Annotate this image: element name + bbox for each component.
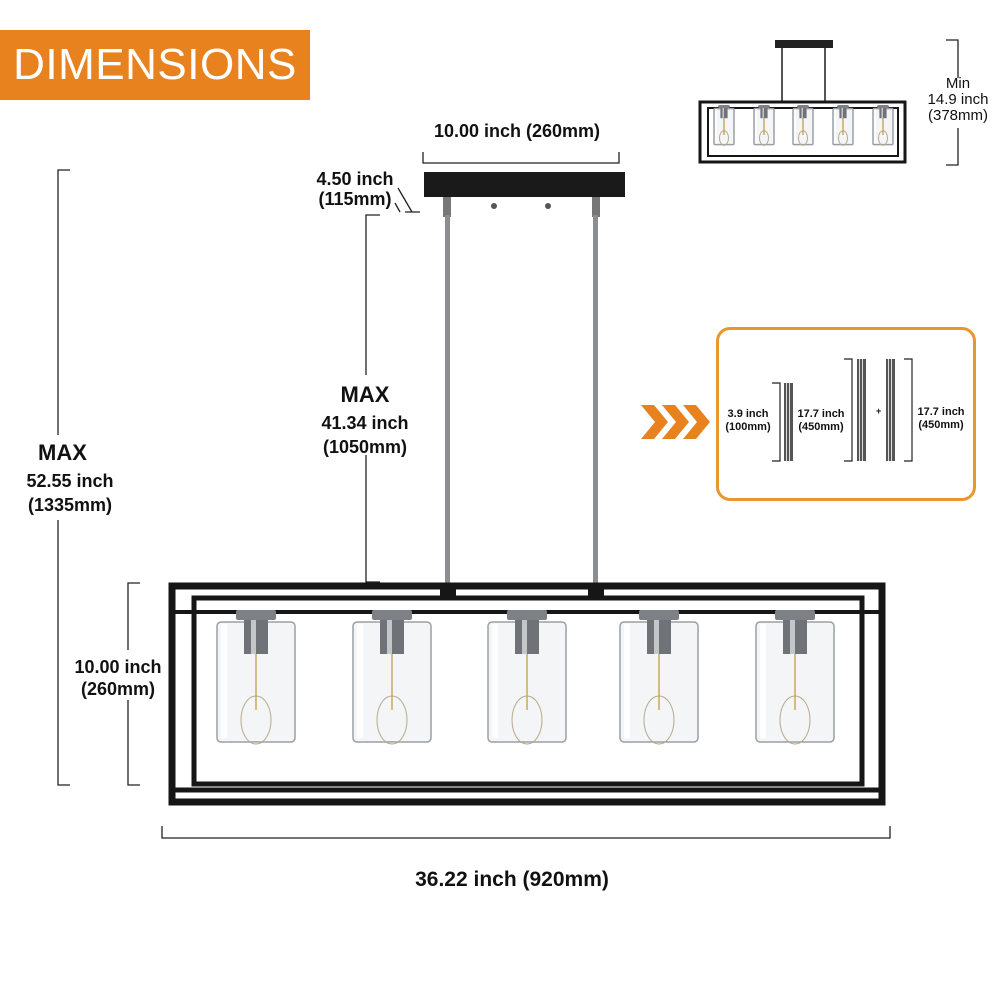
rod-max-label: MAX: [340, 382, 390, 407]
plus-sign: +: [876, 406, 882, 416]
rod1-inch: 3.9 inch: [727, 408, 769, 420]
chevron-arrows-icon: [641, 405, 710, 439]
min-height-text: Min 14.9 inch (378mm): [920, 76, 996, 124]
canopy-depth-inch: 4.50 inch: [316, 169, 394, 189]
rod-right: [593, 215, 598, 593]
min-inch: 14.9 inch: [927, 91, 989, 108]
fixture-width-line: [161, 826, 891, 839]
rod-left: [445, 215, 450, 593]
rod-max-mm: (1050mm): [322, 437, 408, 457]
glass-shade: [872, 105, 894, 146]
rod2-inch: 17.7 inch: [797, 408, 845, 420]
canopy-depth-line: [394, 187, 420, 213]
min-mm: (378mm): [927, 107, 988, 124]
glass-shade: [216, 610, 296, 745]
fixture-height-inch: 10.00 inch: [74, 657, 162, 677]
thumbnail-fixture: [698, 40, 907, 164]
total-max-mm: (1335mm): [27, 495, 113, 515]
canopy-width-line: [422, 152, 620, 164]
rod1-label: 3.9 inch (100mm): [719, 408, 777, 434]
rod1-mm: (100mm): [725, 421, 771, 433]
glass-shade: [619, 610, 699, 745]
canopy-depth-mm: (115mm): [318, 189, 392, 209]
glass-shade: [352, 610, 432, 745]
extension-rods: [772, 358, 913, 462]
rod-max-inch: 41.34 inch: [321, 413, 409, 433]
rod2-mm: (450mm): [798, 421, 844, 433]
total-max-inch: 52.55 inch: [26, 471, 114, 491]
glass-shade: [753, 105, 775, 146]
glass-shades: [216, 610, 835, 745]
fixture-height-mm: (260mm): [80, 679, 156, 699]
extension-rods-box: [716, 327, 976, 501]
rod3-label: 17.7 inch (450mm): [912, 406, 970, 432]
glass-shade: [487, 610, 567, 745]
glass-shade: [792, 105, 814, 146]
rod3-mm: (450mm): [918, 419, 964, 431]
fixture-width-label: 36.22 inch (920mm): [415, 868, 609, 891]
rod3-inch: 17.7 inch: [917, 406, 965, 418]
rod2-label: 17.7 inch (450mm): [792, 408, 850, 434]
canopy-width-label: 10.00 inch (260mm): [433, 121, 601, 141]
glass-shade: [755, 610, 835, 745]
canopy: [424, 172, 625, 217]
glass-shade: [832, 105, 854, 146]
total-max-label: MAX: [38, 440, 87, 465]
glass-shade: [713, 105, 735, 146]
dimensions-title: DIMENSIONS: [0, 30, 310, 100]
min-label: Min: [945, 75, 971, 92]
